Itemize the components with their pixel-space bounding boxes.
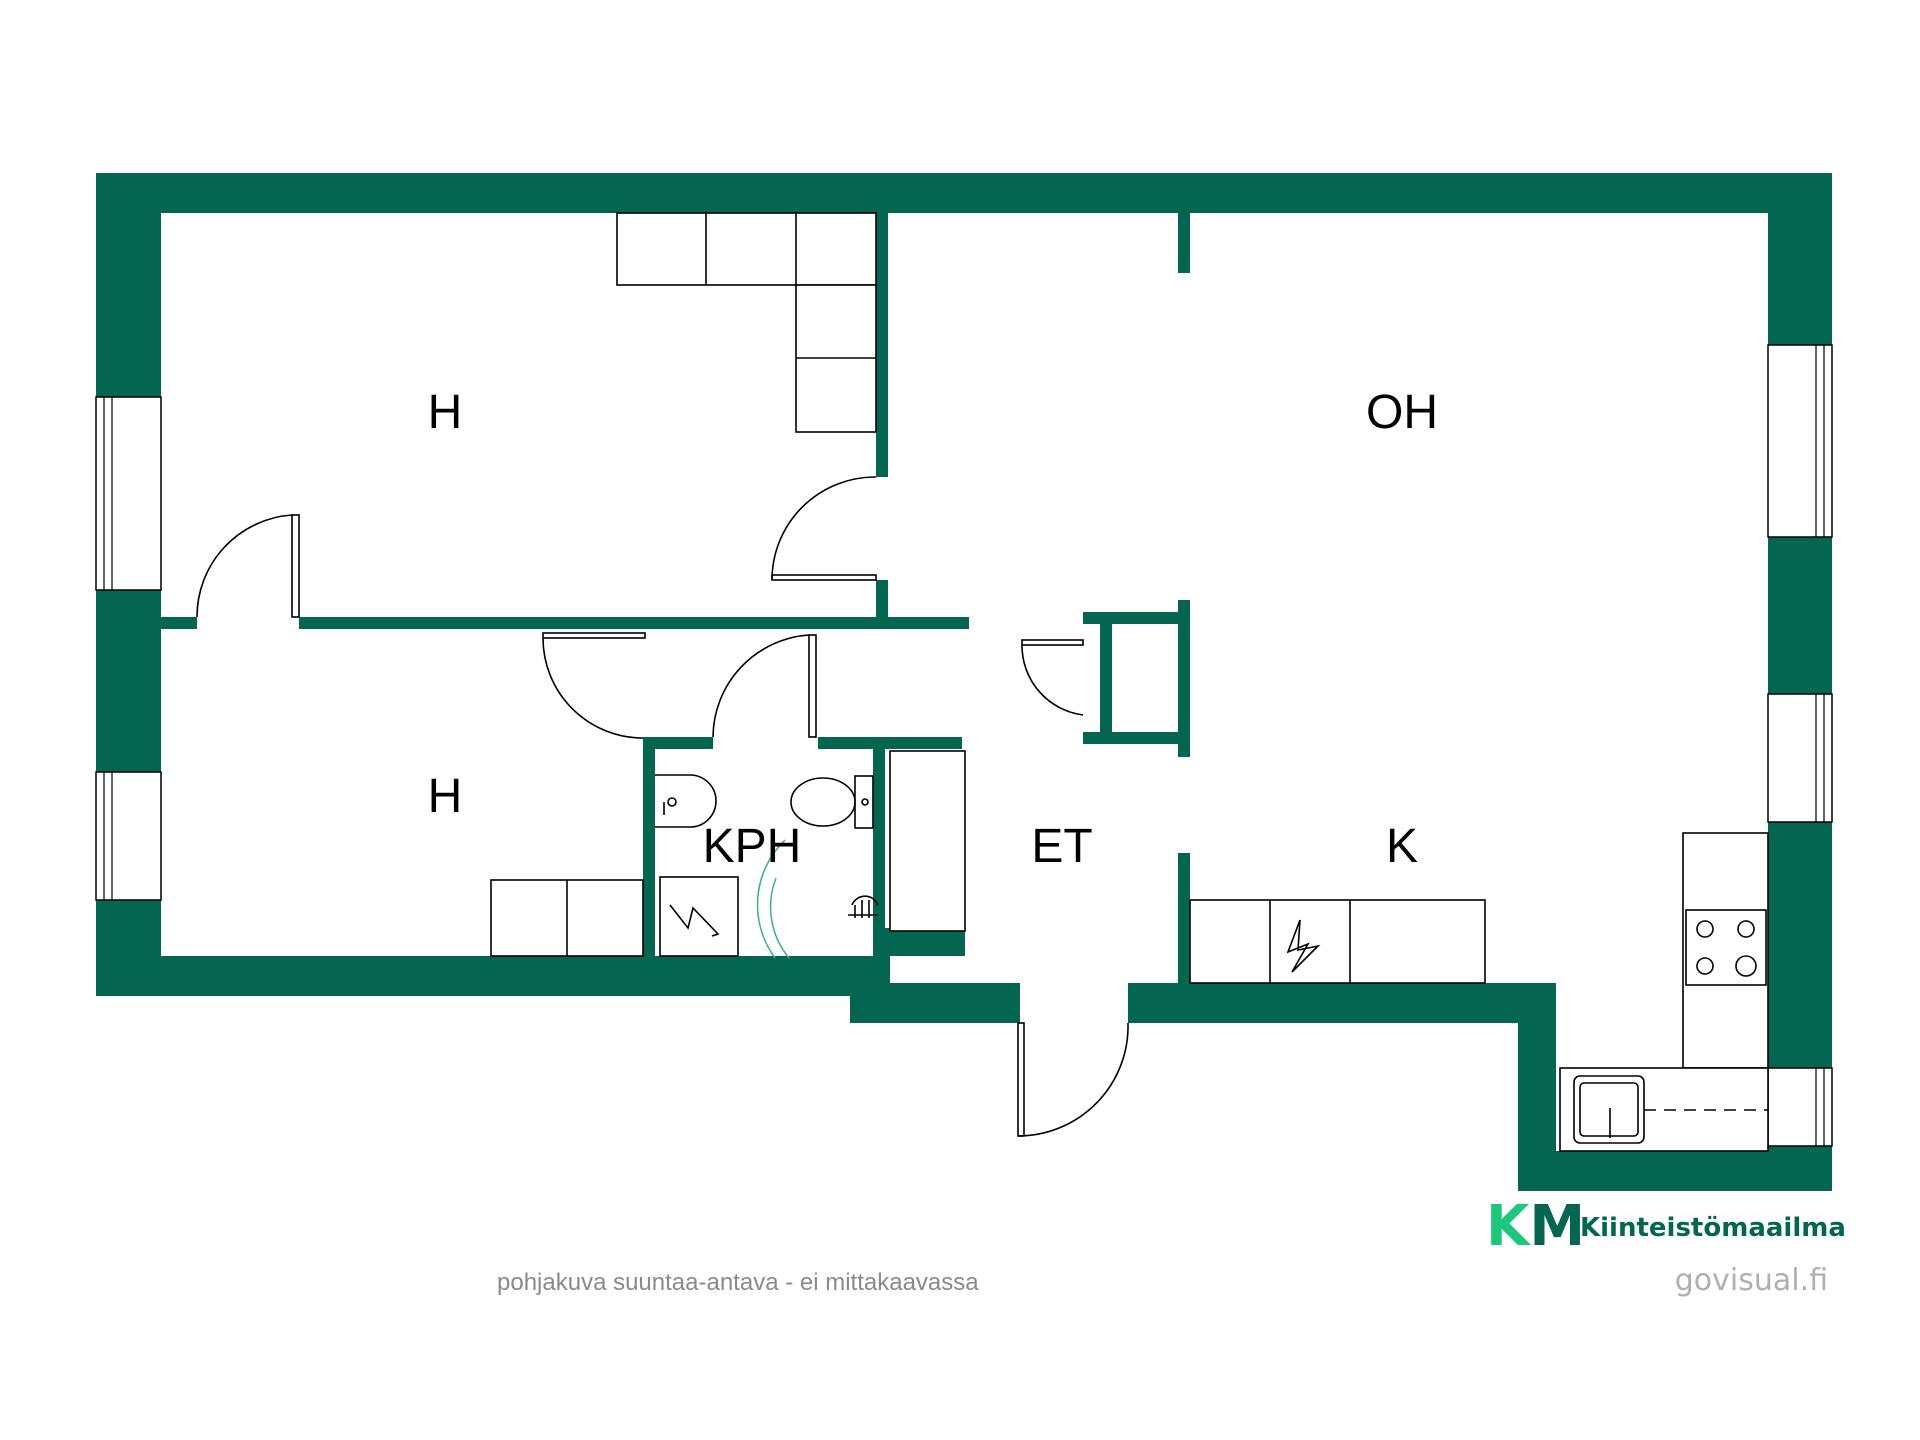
room-label-bedroom-top: H [428,386,463,439]
door-swing-icon [1017,1022,1129,1137]
brand-name: Kiinteistömaailma [1580,1213,1846,1243]
doors [196,476,1129,1137]
room-labels: H H KPH ET OH K [428,386,1438,873]
room-label-hall: ET [1031,820,1092,873]
kitchen-sink-icon [1573,1075,1768,1144]
shower-icon [756,839,879,959]
toilet-icon [790,775,874,829]
window-icon [1767,344,1833,538]
wardrobe-icon [616,212,877,433]
window-icon [95,771,162,901]
door-swing-icon [196,514,300,618]
window-icon [1767,693,1833,823]
windows [95,344,1833,1147]
door-swing-icon [771,476,877,581]
room-label-bedroom-bottom: H [428,770,463,823]
door-swing-icon [542,632,646,739]
credit-text: govisual.fi [1675,1263,1828,1298]
room-label-living: OH [1366,386,1438,439]
kitchen-counter-icon [1189,899,1486,984]
interior-walls [161,213,1190,983]
exterior-walls [96,173,1832,1191]
room-label-bathroom: KPH [703,820,802,873]
window-icon [95,396,162,591]
electric-panel-icon [1286,919,1321,973]
brand-mark: KM [1486,1194,1585,1259]
wardrobe-icon [490,879,644,957]
electric-panel-icon [659,876,739,957]
stove-icon [1685,909,1767,986]
door-swing-icon [1021,639,1084,716]
disclaimer-text: pohjakuva suuntaa-antava - ei mittakaava… [497,1269,979,1296]
wardrobe-icon [889,750,966,932]
window-icon [1767,1067,1833,1147]
brand-logo: KM Kiinteistömaailma [1486,1194,1846,1259]
furniture [490,212,1769,1152]
door-swing-icon [712,634,817,738]
sink-icon [655,774,717,828]
room-label-kitchen: K [1386,820,1418,873]
